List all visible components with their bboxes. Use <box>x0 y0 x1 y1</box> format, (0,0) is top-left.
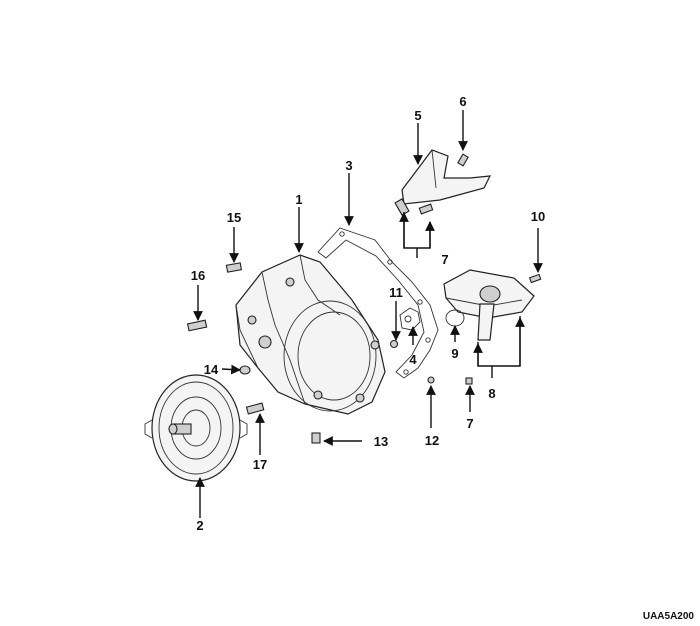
bolt-15 <box>225 262 243 273</box>
callout-3: 3 <box>345 158 352 173</box>
housing-gasket <box>317 227 439 379</box>
callout-12: 12 <box>425 433 439 448</box>
bolt-17 <box>245 402 265 415</box>
callout-16: 16 <box>191 268 205 283</box>
torque-converter <box>144 374 248 482</box>
callout-2: 2 <box>196 518 203 533</box>
oil-strainer <box>443 269 535 341</box>
callout-5: 5 <box>414 108 421 123</box>
clip-7 <box>465 377 473 385</box>
callout-4: 4 <box>409 352 417 367</box>
bolt-10 <box>528 273 542 284</box>
callout-6: 6 <box>459 94 466 109</box>
baffle-plate <box>394 149 492 216</box>
callout-17: 17 <box>253 457 267 472</box>
washer-14 <box>239 365 251 375</box>
bolt-6 <box>457 153 469 167</box>
leader-lines <box>193 110 543 518</box>
callout-10: 10 <box>531 209 545 224</box>
callout-7-lower: 7 <box>466 416 473 431</box>
callout-9: 9 <box>451 346 458 361</box>
converter-housing <box>235 254 386 415</box>
plug-13 <box>311 432 321 444</box>
callout-8: 8 <box>488 386 495 401</box>
plug-12 <box>427 376 435 384</box>
callout-15: 15 <box>227 210 241 225</box>
o-ring <box>445 309 465 327</box>
callout-1: 1 <box>295 192 302 207</box>
callout-11: 11 <box>389 285 403 300</box>
callout-7-upper: 7 <box>441 252 448 267</box>
callout-13: 13 <box>374 434 388 449</box>
figure-reference-code: UAA5A200 <box>643 611 695 622</box>
callout-14: 14 <box>204 362 219 377</box>
bolt-16 <box>186 319 208 332</box>
seal-rings <box>389 307 421 349</box>
